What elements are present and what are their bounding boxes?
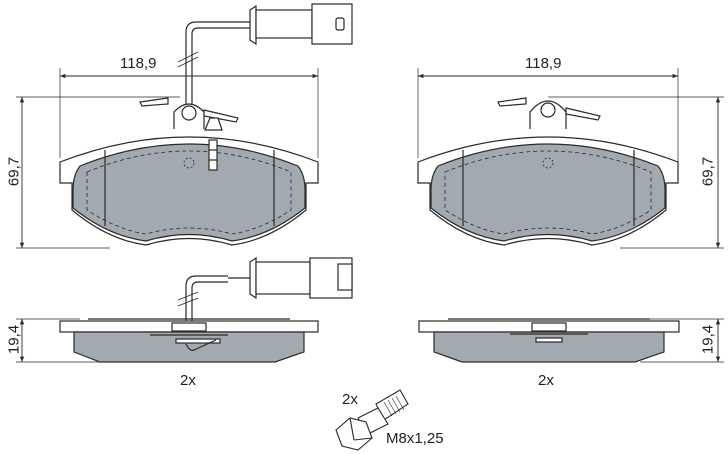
left-width-dimension: 118,9 <box>120 55 157 72</box>
left-front-view <box>16 3 353 249</box>
right-height-dimension: 69,7 <box>699 156 717 187</box>
left-quantity-label: 2x <box>180 372 196 389</box>
right-front-view <box>417 68 724 249</box>
bolt-quantity-label: 2x <box>342 391 358 408</box>
right-quantity-label: 2x <box>538 372 554 389</box>
left-thickness-dimension: 19,4 <box>5 324 23 355</box>
bolt-thread-label: M8x1,25 <box>386 430 444 447</box>
bolt-icon <box>335 389 409 451</box>
left-height-dimension: 69,7 <box>5 156 23 187</box>
right-side-view <box>418 318 724 363</box>
left-side-view <box>16 256 353 363</box>
right-width-dimension: 118,9 <box>525 55 562 72</box>
right-thickness-dimension: 19,4 <box>699 324 717 355</box>
